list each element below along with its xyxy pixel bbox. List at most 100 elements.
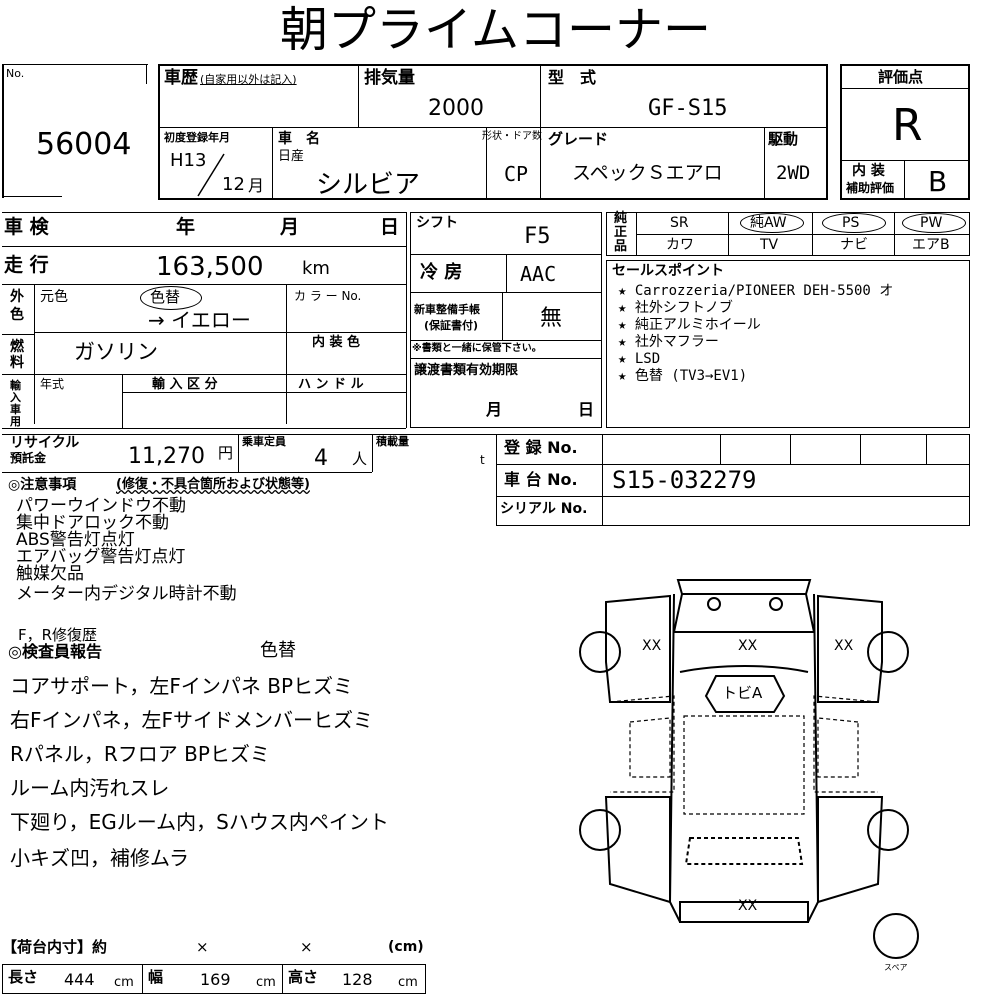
length-unit: cm <box>114 975 134 990</box>
body-value: CP <box>504 162 529 186</box>
inspector-repaint: 色替 <box>260 640 296 661</box>
middle-column <box>410 212 602 428</box>
fuel-label-2: 料 <box>10 355 24 371</box>
drive-label: 駆動 <box>768 130 799 148</box>
load-label: 積載量 <box>376 435 409 448</box>
inspection-month: 月 <box>280 216 300 238</box>
height-value: 128 <box>342 970 373 989</box>
import-type-label: 輸 入 区 分 <box>152 377 218 392</box>
note-line: ABS警告灯点灯 <box>16 530 135 550</box>
height-unit: cm <box>398 975 418 990</box>
repair-history: F，R修復歴 <box>18 626 98 644</box>
new-color: → イエロー <box>148 308 251 332</box>
import-label-3: 車 <box>10 403 21 416</box>
mileage-value: 163,500 <box>156 252 264 282</box>
docs-label: 譲渡書類有効期限 <box>414 363 519 378</box>
interior-score-sublabel: 補助評価 <box>846 181 895 195</box>
handle-label: ハ ン ド ル <box>298 377 364 392</box>
inspector-line: 右Fインパネ，左Fサイドメンバーヒズミ <box>10 708 374 732</box>
history-label: 車歴 <box>164 68 198 88</box>
repaint-oval <box>140 286 202 310</box>
equip-airbag: エアB <box>912 237 950 253</box>
import-label-1: 輸 <box>10 379 21 392</box>
recycle-label-1: リサイクル <box>10 435 80 451</box>
shift-value: F5 <box>524 224 551 249</box>
cargo-unit-label: (cm) <box>388 939 424 955</box>
equip-sr: SR <box>670 215 689 231</box>
fuel-label-1: 燃 <box>10 339 24 355</box>
inspection-year: 年 <box>176 216 196 238</box>
sales-points-box <box>606 260 970 428</box>
mileage-label: 走 行 <box>4 254 49 276</box>
exterior-label-1: 外 <box>10 289 24 305</box>
inspector-line: ルーム内汚れスレ <box>10 776 170 800</box>
exterior-label-2: 色 <box>10 307 24 323</box>
ac-label: 冷 房 <box>420 262 463 283</box>
docs-day: 日 <box>578 400 595 419</box>
model-value: GF-S15 <box>648 96 728 121</box>
note-line: 集中ドアロック不動 <box>16 513 169 533</box>
cargo-title: 【荷台内寸】約 <box>2 938 108 956</box>
inspection-label: 車 検 <box>4 216 49 238</box>
equip-aw: 純AW <box>750 215 787 231</box>
score-box <box>840 64 970 200</box>
spare-label: スペア <box>884 963 907 972</box>
cargo-times-1: × <box>196 938 209 956</box>
maker: 日産 <box>278 149 305 164</box>
repaint-mark: 色替 <box>150 288 181 306</box>
car-damage-diagram: XX XX XX トビA XX スペア <box>579 579 919 972</box>
color-no-label: カ ラ ー No. <box>294 289 362 303</box>
interior-score-value: B <box>928 165 948 198</box>
model-label: 型 式 <box>548 68 597 87</box>
inspector-line: 小キズ凹，補修ムラ <box>10 846 189 870</box>
capacity-value: 4 <box>314 446 328 471</box>
yen-unit: 円 <box>218 444 234 462</box>
cargo-grid <box>2 964 426 994</box>
note-line: 触媒欠品 <box>16 564 84 584</box>
chassis-no-value: S15-032279 <box>612 466 757 494</box>
displacement-value: 2000 <box>428 96 484 121</box>
inspection-day: 日 <box>380 216 400 238</box>
import-year-label: 年式 <box>40 377 65 391</box>
service-label-1: 新車整備手帳 <box>414 303 480 316</box>
equip-navi: ナビ <box>840 237 868 253</box>
sales-item: ★ Carrozzeria/PIONEER DEH-5500 オ <box>618 283 894 299</box>
first-reg-label: 初度登録年月 <box>164 131 230 144</box>
body-label: 形状・ドア数 <box>482 131 542 142</box>
reg-no-label: 登 録 No. <box>504 438 578 457</box>
sales-item: ★ LSD <box>618 351 661 367</box>
docs-month: 月 <box>486 400 503 419</box>
mark-rear: XX <box>738 898 758 914</box>
capacity-label: 乗車定員 <box>242 435 286 448</box>
page-title: 朝プライムコーナー <box>280 2 712 58</box>
car-name-label: 車 名 <box>278 131 320 147</box>
interior-color-label: 内 装 色 <box>312 335 361 350</box>
inspector-title: ◎検査員報告 <box>8 642 102 661</box>
history-note: (自家用以外は記入) <box>200 73 297 86</box>
recycle-label-2: 預託金 <box>10 451 47 465</box>
notes-title: ◎注意事項 <box>8 477 77 493</box>
equip-aw-oval <box>740 213 804 233</box>
equip-tv: TV <box>760 237 779 253</box>
length-label: 長さ <box>8 968 39 986</box>
car-name: シルビア <box>316 170 421 200</box>
cargo-times-2: × <box>300 938 313 956</box>
vehicle-info-grid <box>158 64 828 200</box>
sales-item: ★ 純正アルミホイール <box>618 317 761 333</box>
equip-leather: カワ <box>666 237 694 253</box>
fuel-value: ガソリン <box>74 340 158 364</box>
grade-label: グレード <box>548 130 609 148</box>
mark-hood: XX <box>738 638 758 654</box>
width-unit: cm <box>256 975 276 990</box>
mark-roof: トビA <box>722 684 763 702</box>
import-label-2: 入 <box>10 391 21 404</box>
displacement-label: 排気量 <box>364 68 415 88</box>
genuine-label-1: 純 <box>614 211 628 226</box>
score-value: R <box>892 100 923 151</box>
no-label: No. <box>6 67 25 80</box>
load-unit: t <box>480 453 485 467</box>
sales-title: セールスポイント <box>612 263 724 279</box>
grade-value: スペックＳエアロ <box>572 162 723 184</box>
service-note: ※書類と一緒に保管下さい。 <box>412 343 542 354</box>
month-unit: 月 <box>248 176 265 195</box>
